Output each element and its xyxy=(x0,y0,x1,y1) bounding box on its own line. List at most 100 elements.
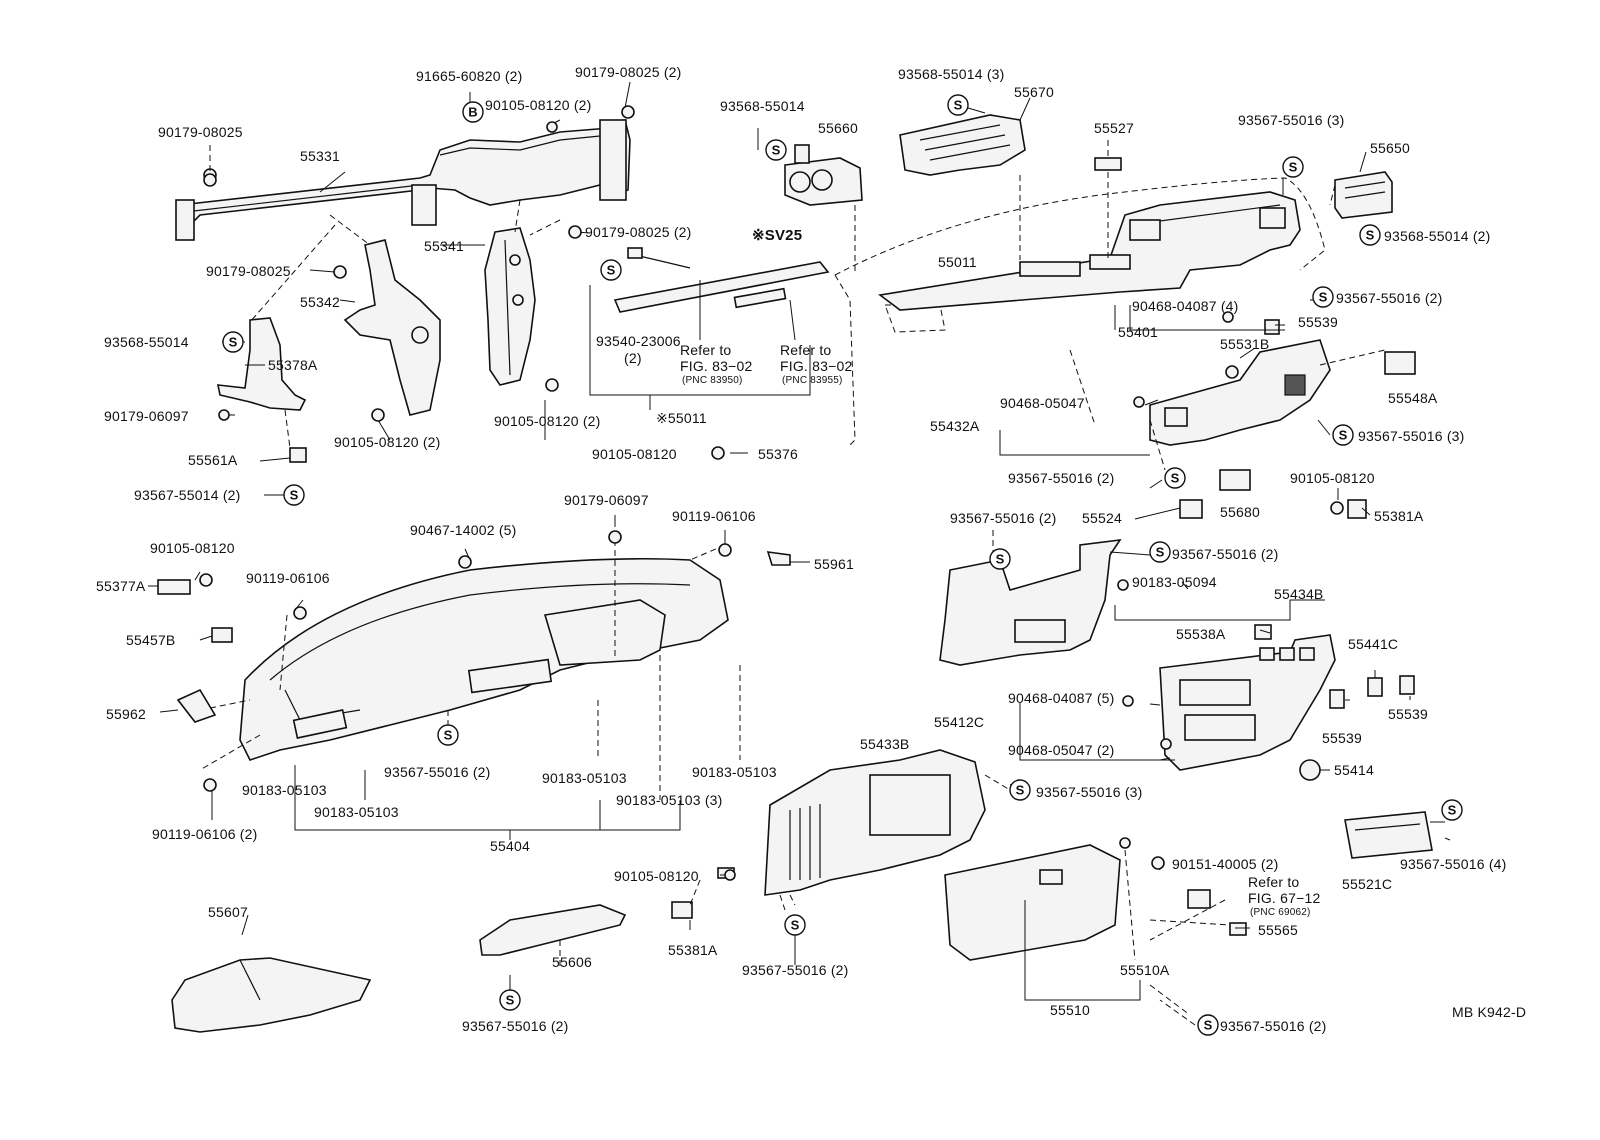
refer-note-2-line2: FIG. 83−02 xyxy=(780,358,853,374)
part-label-55331: 55331 xyxy=(300,148,340,164)
part-label-55561A: 55561A xyxy=(188,452,238,468)
part-label-90119-06106: 90119-06106 xyxy=(246,570,330,586)
lock-55565 xyxy=(1187,889,1247,936)
bracket-55377A xyxy=(157,579,191,595)
part-label-93567-55016-e: 93567-55016 (2) xyxy=(1008,470,1115,486)
bolt-symbol-letter: B xyxy=(468,105,477,120)
screw-symbol-letter: S xyxy=(229,335,238,350)
part-label-55565: 55565 xyxy=(1258,922,1298,938)
part-label-90467-14002: 90467-14002 (5) xyxy=(410,522,517,538)
fasteners xyxy=(199,105,1234,881)
leader-lines xyxy=(148,81,1451,1026)
part-label-55377A: 55377A xyxy=(96,578,146,594)
screw-symbol-letter: S xyxy=(1339,428,1348,443)
part-label-55457B: 55457B xyxy=(126,632,176,648)
part-label-55401: 55401 xyxy=(1118,324,1158,340)
part-label-55376: 55376 xyxy=(758,446,798,462)
part-label-93540-23006: 93540-23006 xyxy=(596,333,681,349)
screw-symbol-letter: S xyxy=(1156,545,1165,560)
part-label-90179-08025: 90179-08025 xyxy=(158,124,243,140)
refer-note-3-line1: Refer to xyxy=(1248,874,1300,890)
part-label-93567-55016-m: 93567-55016 (2) xyxy=(1220,1018,1327,1034)
lamp-assy-sv25 xyxy=(613,247,830,313)
part-label-93567-55016-l: 93567-55016 (2) xyxy=(742,962,849,978)
part-label-90105-08120-g: 90105-08120 xyxy=(614,868,699,884)
lower-panel-55433B xyxy=(764,749,986,896)
screw-symbol-letter: S xyxy=(506,993,515,1008)
reinforcement-55331 xyxy=(175,118,631,241)
part-label-55538A: 55538A xyxy=(1176,626,1226,642)
part-label-55607: 55607 xyxy=(208,904,248,920)
dash-pad-55404 xyxy=(239,557,729,761)
part-label-93567-55016-g: 93567-55016 (2) xyxy=(950,510,1057,526)
screw-symbol-letter: S xyxy=(1016,783,1025,798)
part-label-55539-b: 55539 xyxy=(1322,730,1362,746)
switch-55548A xyxy=(1384,351,1416,375)
symbols: B S S S S S S S S S S S S S S S S S S xyxy=(222,94,1463,1036)
brace-55341 xyxy=(484,227,536,386)
screw-symbol: S xyxy=(989,548,1011,570)
screw-symbol: S xyxy=(1332,424,1354,446)
part-label-55510A: 55510A xyxy=(1120,962,1170,978)
screw-symbol: S xyxy=(765,139,787,161)
screw-symbol-letter: S xyxy=(290,488,299,503)
part-label-55378A: 55378A xyxy=(268,357,318,373)
dash-outline-55011 xyxy=(834,177,1326,446)
part-label-55414: 55414 xyxy=(1334,762,1374,778)
part-label-90183-05103-a: 90183-05103 xyxy=(242,782,327,798)
part-label-90468-05047-2: 90468-05047 (2) xyxy=(1008,742,1115,758)
cluster-55412C xyxy=(1159,634,1336,771)
screw-symbol-letter: S xyxy=(607,263,616,278)
refer-note-1-line3: (PNC 83950) xyxy=(682,375,743,386)
refer-note-2-line3: (PNC 83955) xyxy=(782,375,843,386)
vent-55660 xyxy=(784,144,863,206)
screw-symbol-letter: S xyxy=(1366,228,1375,243)
part-label-55441C: 55441C xyxy=(1348,636,1399,652)
bracket-55381A-right xyxy=(1330,499,1367,519)
part-label-55521C: 55521C xyxy=(1342,876,1393,892)
vent-55650 xyxy=(1334,171,1393,219)
screw-symbol-letter: S xyxy=(1319,290,1328,305)
part-label-55606: 55606 xyxy=(552,954,592,970)
tray-55521C xyxy=(1344,811,1433,859)
screw-symbol: S xyxy=(1164,467,1186,489)
part-label-55660: 55660 xyxy=(818,120,858,136)
part-label-93567-55016-i: 93567-55016 (3) xyxy=(1036,784,1143,800)
part-label-90105-08120-d: 90105-08120 xyxy=(592,446,677,462)
screw-symbol-letter: S xyxy=(954,98,963,113)
part-label-90468-04087-5: 90468-04087 (5) xyxy=(1008,690,1115,706)
screw-symbol: S xyxy=(784,914,806,936)
screw-symbol: S xyxy=(1197,1014,1219,1036)
part-label-90179-08025-2: 90179-08025 (2) xyxy=(575,64,682,80)
part-label-55433B: 55433B xyxy=(860,736,910,752)
screw-symbol: S xyxy=(283,484,305,506)
part-label-55434B: 55434B xyxy=(1274,586,1324,602)
bolt-symbol: B xyxy=(462,101,484,123)
part-label-90179-06097-b: 90179-06097 xyxy=(564,492,649,508)
part-label-55680: 55680 xyxy=(1220,504,1260,520)
screw-symbol: S xyxy=(437,724,459,746)
part-label-55011-sv25: ※55011 xyxy=(656,410,707,426)
screw-symbol-letter: S xyxy=(791,918,800,933)
screw-symbol: S xyxy=(499,989,521,1011)
bracket-55378A xyxy=(217,317,307,411)
bracket-55606 xyxy=(479,904,627,956)
switch-55539-b xyxy=(1329,689,1345,709)
part-label-93540-qty: (2) xyxy=(624,350,642,366)
part-label-93567-55016-f: 93567-55016 (2) xyxy=(384,764,491,780)
cover-55524 xyxy=(1179,499,1203,519)
brace-55342 xyxy=(343,239,441,416)
part-label-93567-55016-c: 93567-55016 (2) xyxy=(1336,290,1443,306)
knob-55414 xyxy=(1299,759,1321,781)
refer-note-1-line1: Refer to xyxy=(680,342,732,358)
part-label-90105-08120-b: 90105-08120 (2) xyxy=(334,434,441,450)
part-label-55548A: 55548A xyxy=(1388,390,1438,406)
part-label-90119-06106-b: 90119-06106 xyxy=(672,508,756,524)
part-label-90105-08120-f: 90105-08120 xyxy=(150,540,235,556)
part-label-91665-60820: 91665-60820 (2) xyxy=(416,68,523,84)
screw-symbol-letter: S xyxy=(996,552,1005,567)
lower-panel-55432A xyxy=(1149,319,1331,446)
screw-symbol: S xyxy=(222,331,244,353)
screw-symbol-letter: S xyxy=(1448,803,1457,818)
